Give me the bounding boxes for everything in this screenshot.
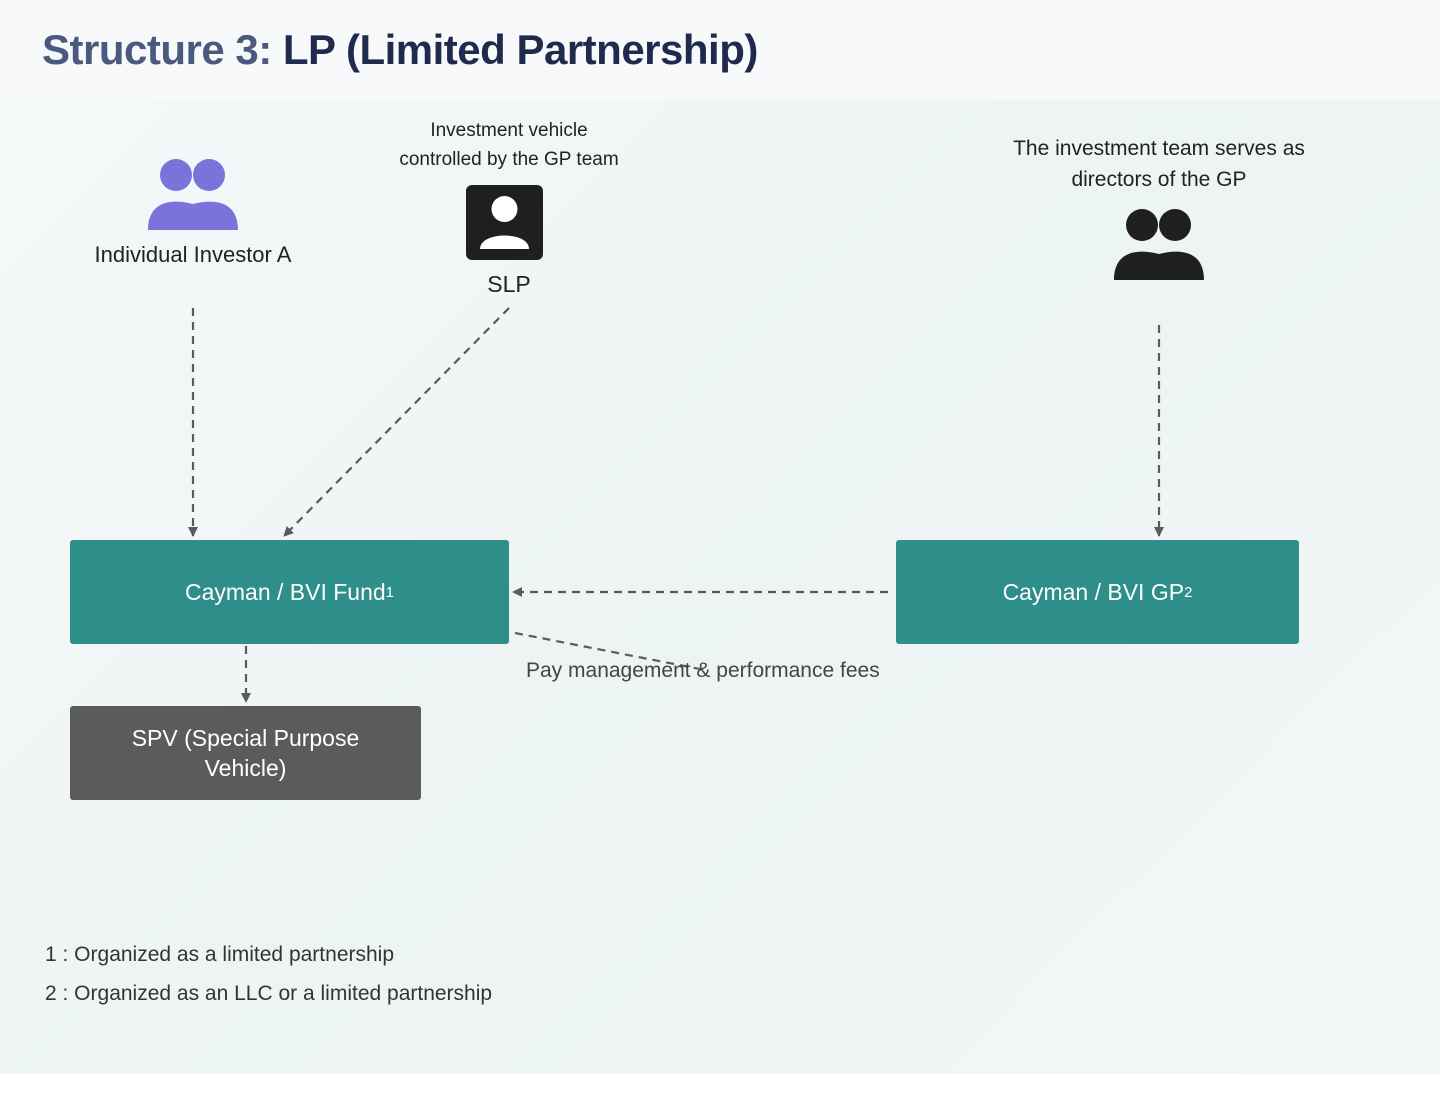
people-icon — [1114, 209, 1204, 280]
slp-to-fund-arrow — [283, 307, 510, 537]
fund-label: Cayman / BVI Fund — [184, 578, 386, 605]
page-title: Structure 3: LP (Limited Partnership) — [42, 26, 758, 74]
fees-label: Pay management & performance fees — [526, 659, 880, 682]
title-prefix: Structure 3: — [42, 26, 272, 73]
slp-caption: Investment vehicle controlled by the GP … — [359, 116, 659, 174]
people-icon — [148, 159, 238, 230]
gp-footnote-ref: 2 — [1184, 583, 1193, 601]
slp-caption-line1: Investment vehicle — [430, 120, 588, 141]
spv-label-line2: Vehicle) — [204, 755, 287, 781]
title-bar: Structure 3: LP (Limited Partnership) — [0, 0, 1440, 100]
spv-box: SPV (Special Purpose Vehicle) — [70, 706, 421, 800]
team-caption-line1: The investment team serves as — [1013, 137, 1305, 160]
investor-label: Individual Investor A — [94, 242, 292, 267]
person-icon — [466, 185, 543, 260]
fund-footnote-ref: 1 — [385, 583, 395, 601]
spv-label-line1: SPV (Special Purpose — [131, 725, 360, 751]
footnote-1: 1 : Organized as a limited partnership — [45, 943, 395, 966]
team-caption-line2: directors of the GP — [1071, 168, 1247, 191]
slp-label: SLP — [487, 271, 531, 297]
team-caption: The investment team serves as directors … — [979, 133, 1339, 195]
fees-connector-line — [514, 631, 706, 672]
title-main: LP (Limited Partnership) — [282, 26, 758, 73]
gp-label: Cayman / BVI GP — [1002, 578, 1185, 605]
footnote-2: 2 : Organized as an LLC or a limited par… — [45, 982, 493, 1005]
slp-caption-line2: controlled by the GP team — [399, 149, 619, 170]
